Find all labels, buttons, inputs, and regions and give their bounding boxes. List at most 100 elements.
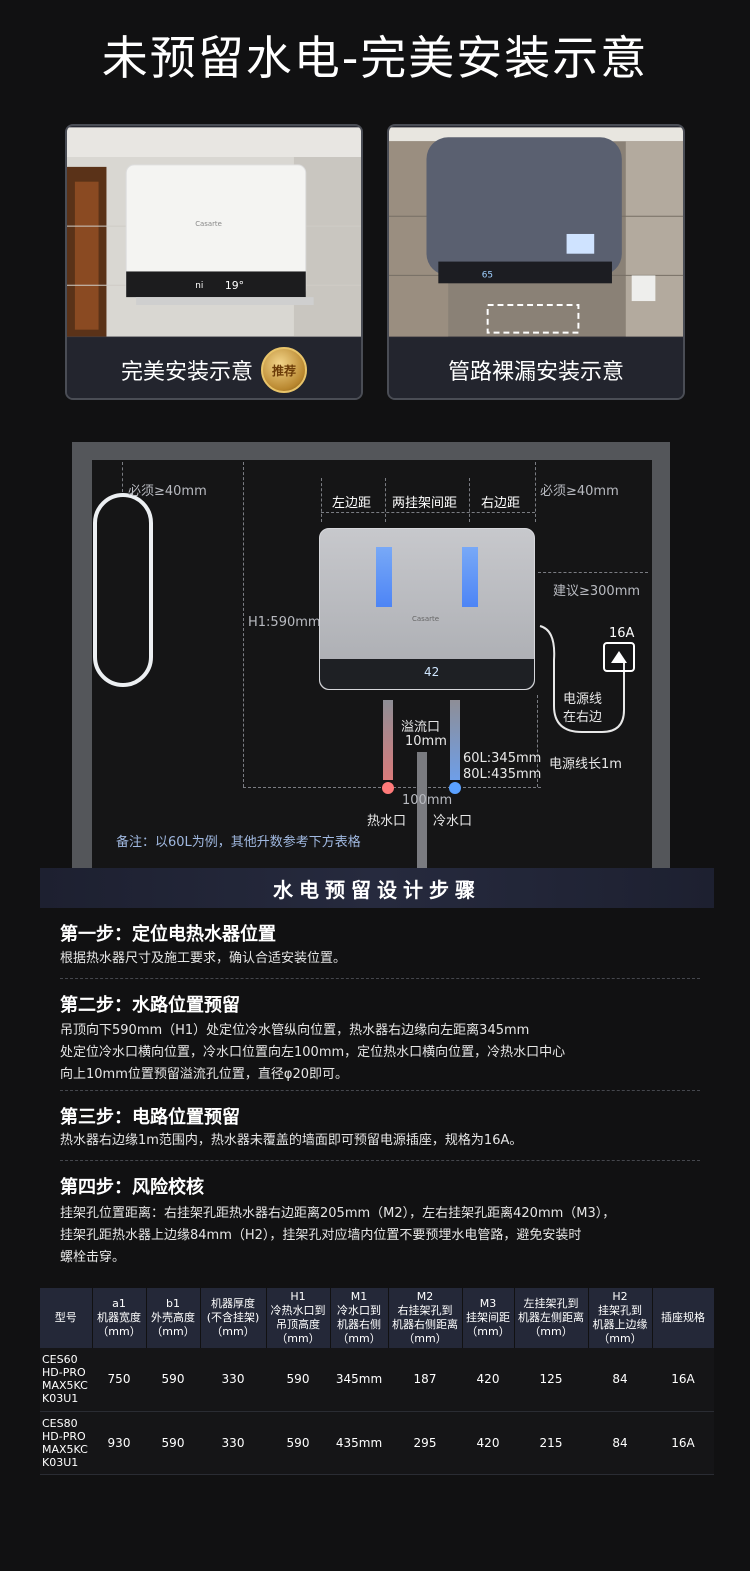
photo-card-exposed: 65 管路裸漏安装示意 — [387, 124, 685, 400]
hot-label: 热水口 — [367, 814, 407, 829]
overflow-size: 10mm — [405, 734, 447, 749]
table-cell: 435mm — [330, 1411, 388, 1475]
table-header: H2 挂架孔到 机器上边缘 （mm） — [588, 1288, 653, 1348]
cold-pipe — [450, 700, 460, 780]
table-header-row: 型号 a1 机器宽度 （mm） b1 外壳高度 （mm） 机器厚度 (不含挂架)… — [40, 1288, 715, 1348]
card-caption-row: 完美安装示意 推荐 — [67, 338, 361, 398]
table-header: 机器厚度 (不含挂架) （mm） — [200, 1288, 267, 1348]
power-cable — [539, 625, 625, 733]
step-2-body: 吊顶向下590mm（H1）处定位冷水管纵向位置，热水器右边缘向左距离345mm … — [60, 1020, 700, 1086]
card-caption-row: 管路裸漏安装示意 — [389, 338, 683, 398]
size-60-label: 60L:345mm — [463, 751, 542, 766]
bathroom-photo-2: 65 — [389, 127, 683, 337]
step-1-body: 根据热水器尺寸及施工要求，确认合适安装位置。 — [60, 948, 700, 970]
table-row: CES80 HD-PRO MAX5KC K03U1 930 590 330 59… — [40, 1411, 714, 1475]
step-line: 挂架孔位置距离：右挂架孔距热水器右边距离205mm（M2），左右挂架孔距离420… — [60, 1206, 616, 1221]
table-cell: CES80 HD-PRO MAX5KC K03U1 — [40, 1411, 92, 1475]
table-row: CES60 HD-PRO MAX5KC K03U1 750 590 330 59… — [40, 1348, 714, 1412]
step-1-title: 第一步：定位电热水器位置 — [60, 924, 276, 945]
step-4-title: 第四步：风险校核 — [60, 1177, 204, 1198]
photo-display-left: ni — [195, 281, 203, 291]
overflow-pipe — [417, 752, 427, 870]
page-title: 未预留水电-完美安装示意 — [101, 31, 649, 85]
gap-100-label: 100mm — [402, 793, 453, 808]
table-cell: 295 — [388, 1411, 462, 1475]
socket-icon — [603, 642, 635, 672]
photo-display-2: 65 — [482, 270, 493, 280]
hanger-right-icon — [462, 547, 478, 607]
table-header: H1 冷热水口到 吊顶高度 （mm） — [266, 1288, 331, 1348]
table-cell: 590 — [266, 1348, 330, 1412]
table-cell: 345mm — [330, 1348, 388, 1412]
h1-label: H1:590mm — [248, 615, 321, 630]
table-header: b1 外壳高度 （mm） — [146, 1288, 201, 1348]
table-cell: 750 — [92, 1348, 146, 1412]
table-cell: 16A — [652, 1411, 714, 1475]
step-line: 挂架孔距热水器上边缘84mm（H2），挂架孔对应墙内位置不要预埋水电管路，避免安… — [60, 1228, 582, 1243]
cold-outlet-icon — [449, 782, 461, 794]
left-margin-label: 左边距 — [332, 496, 372, 511]
step-line: 向上10mm位置预留溢流孔位置，直径φ20即可。 — [60, 1067, 348, 1082]
table-header: a1 机器宽度 （mm） — [92, 1288, 147, 1348]
table-cell: 420 — [462, 1348, 514, 1412]
table-cell: 420 — [462, 1411, 514, 1475]
hanger-left-icon — [376, 547, 392, 607]
hot-pipe — [383, 700, 393, 780]
table-header: 插座规格 — [652, 1288, 715, 1348]
spec-table: 型号 a1 机器宽度 （mm） b1 外壳高度 （mm） 机器厚度 (不含挂架)… — [40, 1288, 715, 1475]
mirror-icon — [93, 493, 153, 687]
table-cell: 16A — [652, 1348, 714, 1412]
step-3-title: 第三步：电路位置预留 — [60, 1107, 240, 1128]
diagram-note: 备注：以60L为例，其他升数参考下方表格 — [116, 835, 361, 850]
cable-length-label: 电源线长1m — [549, 757, 622, 772]
cold-label: 冷水口 — [433, 814, 473, 829]
table-cell: 330 — [200, 1348, 266, 1412]
table-cell: CES60 HD-PRO MAX5KC K03U1 — [40, 1348, 92, 1412]
size-80-label: 80L:435mm — [463, 767, 542, 782]
table-cell: 930 — [92, 1411, 146, 1475]
cable-side-label-1: 电源线 — [563, 692, 603, 707]
heater-brand: Casarte — [412, 615, 440, 623]
right-margin-label: 右边距 — [481, 496, 521, 511]
socket-label: 16A — [609, 626, 635, 641]
table-cell: 590 — [146, 1411, 200, 1475]
overflow-label: 溢流口 — [401, 720, 441, 735]
water-heater: Casarte 42 — [319, 528, 535, 690]
step-line: 吊顶向下590mm（H1）处定位冷水管纵向位置，热水器右边缘向左距离345mm — [60, 1023, 530, 1038]
must-left-label: 必须≥40mm — [128, 484, 207, 499]
suggest-label: 建议≥300mm — [553, 584, 641, 599]
must-right-label: 必须≥40mm — [540, 484, 619, 499]
photo-card-perfect: Casarte ni 19° 完美安装示意 推荐 — [65, 124, 363, 400]
heater-panel: 42 — [320, 659, 534, 689]
photo-display-right: 19° — [225, 279, 244, 292]
table-header: M3 挂架间距 （mm） — [462, 1288, 515, 1348]
step-line: 根据热水器尺寸及施工要求，确认合适安装位置。 — [60, 951, 347, 966]
hot-outlet-icon — [382, 782, 394, 794]
step-3-body: 热水器右边缘1m范围内，热水器未覆盖的墙面即可预留电源插座，规格为16A。 — [60, 1130, 700, 1152]
table-header: 型号 — [40, 1288, 93, 1348]
recommend-badge: 推荐 — [261, 347, 307, 393]
card-caption: 完美安装示意 — [120, 360, 253, 385]
table-cell: 84 — [588, 1348, 652, 1412]
table-cell: 84 — [588, 1411, 652, 1475]
table-cell: 215 — [514, 1411, 588, 1475]
table-cell: 590 — [146, 1348, 200, 1412]
step-line: 处定位冷水口横向位置，冷水口位置向左100mm，定位热水口横向位置，冷热水口中心 — [60, 1045, 566, 1060]
table-cell: 330 — [200, 1411, 266, 1475]
step-2-title: 第二步：水路位置预留 — [60, 995, 240, 1016]
card-caption: 管路裸漏安装示意 — [447, 360, 624, 385]
step-line: 热水器右边缘1m范围内，热水器未覆盖的墙面即可预留电源插座，规格为16A。 — [60, 1133, 523, 1148]
table-cell: 187 — [388, 1348, 462, 1412]
heater-display: 42 — [424, 665, 440, 679]
section-title: 水电预留设计步骤 — [40, 868, 714, 908]
photo-brand: Casarte — [195, 220, 222, 228]
cable-side-label-2: 在右边 — [563, 710, 603, 725]
table-header: M1 冷水口到 机器右侧 （mm） — [330, 1288, 389, 1348]
step-4-body: 挂架孔位置距离：右挂架孔距热水器右边距离205mm（M2），左右挂架孔距离420… — [60, 1203, 700, 1269]
table-header: 左挂架孔到 机器左侧距离 （mm） — [514, 1288, 589, 1348]
table-header: M2 右挂架孔到 机器右侧距离 （mm） — [388, 1288, 463, 1348]
step-line: 螺栓击穿。 — [60, 1250, 126, 1265]
table-cell: 125 — [514, 1348, 588, 1412]
hanger-gap-label: 两挂架间距 — [392, 496, 458, 511]
bathroom-photo-1: Casarte ni 19° — [67, 127, 361, 337]
